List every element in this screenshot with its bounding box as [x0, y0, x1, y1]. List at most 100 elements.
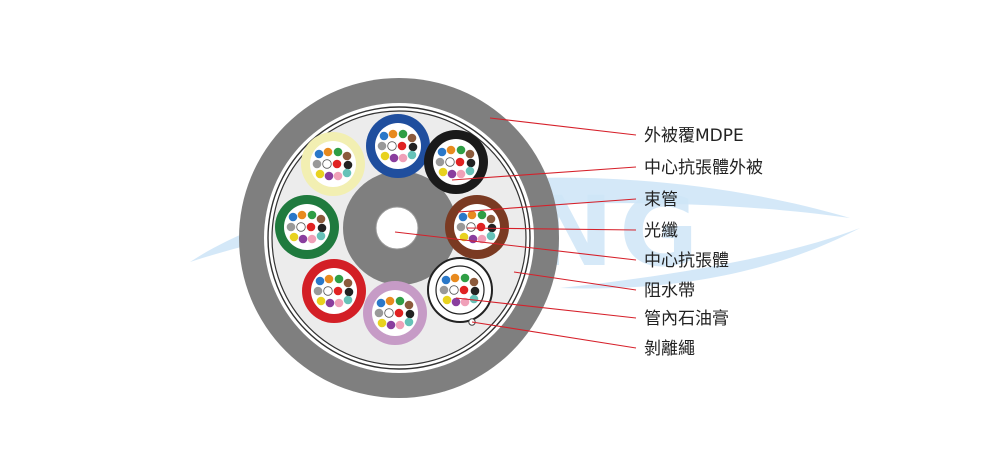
optical-fiber — [395, 320, 405, 330]
optical-fiber — [314, 149, 324, 159]
optical-fiber — [315, 169, 325, 179]
optical-fiber — [288, 212, 298, 222]
optical-fiber — [447, 169, 457, 179]
callout-6: 阻水帶 — [513, 271, 695, 301]
optical-fiber — [449, 285, 459, 295]
optical-fiber — [332, 159, 342, 169]
optical-fiber — [343, 160, 353, 170]
optical-fiber — [442, 295, 452, 305]
optical-fiber — [404, 300, 414, 310]
optical-fiber — [407, 133, 417, 143]
optical-fiber — [316, 296, 326, 306]
leader-line — [471, 321, 637, 349]
optical-fiber — [333, 147, 343, 157]
optical-fiber — [377, 318, 387, 328]
optical-fiber — [388, 129, 398, 139]
optical-fiber — [486, 214, 496, 224]
optical-fiber — [465, 149, 475, 159]
callout-5: 中心抗張體 — [394, 231, 729, 271]
optical-fiber — [445, 157, 455, 167]
callout-1: 外被覆MDPE — [489, 117, 744, 146]
optical-fiber — [455, 157, 465, 167]
optical-fiber — [458, 212, 468, 222]
optical-fiber — [446, 145, 456, 155]
optical-fiber — [385, 296, 395, 306]
cable-cross-section — [239, 78, 559, 398]
optical-fiber — [397, 141, 407, 151]
optical-fiber — [323, 147, 333, 157]
optical-fiber — [313, 286, 323, 296]
optical-fiber — [470, 286, 480, 296]
optical-fiber — [333, 286, 343, 296]
optical-fiber — [333, 171, 343, 181]
optical-fiber — [398, 129, 408, 139]
optical-fiber — [450, 273, 460, 283]
optical-fiber — [377, 141, 387, 151]
optical-fiber — [324, 274, 334, 284]
optical-fiber — [387, 141, 397, 151]
optical-fiber — [316, 214, 326, 224]
optical-fiber — [404, 317, 414, 327]
optical-fiber — [317, 223, 327, 233]
watermark-swoosh-lower — [560, 228, 860, 289]
optical-fiber — [296, 222, 306, 232]
optical-fiber — [477, 210, 487, 220]
leader-line — [455, 297, 637, 319]
optical-fiber — [307, 210, 317, 220]
optical-fiber — [324, 171, 334, 181]
leader-line — [394, 231, 637, 261]
buffer-tube — [363, 281, 427, 345]
optical-fiber — [438, 167, 448, 177]
optical-fiber — [334, 274, 344, 284]
optical-fiber — [460, 297, 470, 307]
optical-fiber — [439, 285, 449, 295]
optical-fiber — [376, 298, 386, 308]
central-strength-member — [375, 206, 419, 250]
optical-fiber — [468, 234, 478, 244]
optical-fiber — [334, 298, 344, 308]
optical-fiber — [316, 231, 326, 241]
optical-fiber — [307, 234, 317, 244]
buffer-tube — [302, 259, 366, 323]
optical-fiber — [380, 151, 390, 161]
optical-fiber — [395, 296, 405, 306]
optical-fiber — [477, 234, 487, 244]
callout-label: 束管 — [644, 190, 678, 210]
optical-fiber — [469, 277, 479, 287]
callout-4: 光纖 — [466, 221, 678, 241]
optical-fiber — [466, 158, 476, 168]
optical-fiber — [456, 222, 466, 232]
optical-fiber — [394, 308, 404, 318]
optical-fiber — [325, 298, 335, 308]
optical-fiber — [289, 232, 299, 242]
optical-fiber — [451, 297, 461, 307]
callout-label: 光纖 — [644, 221, 678, 241]
callout-3: 束管 — [457, 190, 678, 213]
optical-fiber — [460, 273, 470, 283]
buffer-tube — [445, 195, 509, 259]
optical-fiber — [286, 222, 296, 232]
optical-fiber — [459, 232, 469, 242]
buffer-tube — [366, 114, 430, 178]
leader-line — [466, 227, 637, 231]
leader-line — [489, 117, 637, 136]
callout-7: 管內石油膏 — [455, 297, 729, 329]
callout-label: 剝離繩 — [644, 339, 695, 359]
leader-line — [513, 271, 637, 291]
optical-fiber — [465, 166, 475, 176]
optical-fiber — [456, 169, 466, 179]
optical-fiber — [379, 131, 389, 141]
optical-fiber — [298, 234, 308, 244]
optical-fiber — [435, 157, 445, 167]
optical-fiber — [467, 210, 477, 220]
optical-fiber — [407, 150, 417, 160]
optical-fiber — [384, 308, 394, 318]
optical-fiber — [343, 278, 353, 288]
optical-fiber — [343, 295, 353, 305]
callout-8: 剝離繩 — [471, 321, 695, 359]
callout-2: 中心抗張體外被 — [451, 158, 763, 181]
optical-fiber — [344, 287, 354, 297]
buffer-tube — [424, 130, 488, 194]
